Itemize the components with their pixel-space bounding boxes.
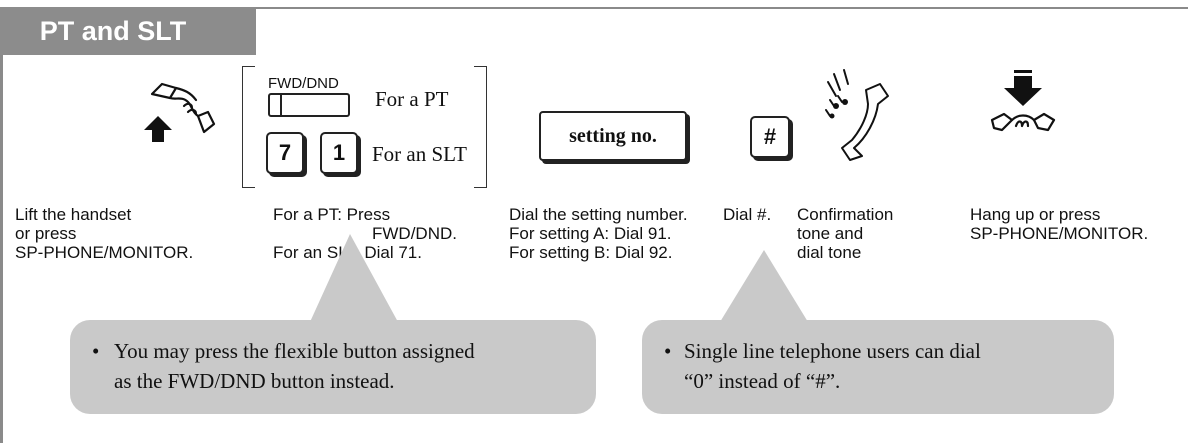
page-title: PT and SLT bbox=[39, 15, 187, 46]
frame-left-border bbox=[0, 7, 3, 443]
hang-up-handset-icon bbox=[990, 70, 1056, 132]
fwd-dnd-key-label: FWD/DND bbox=[268, 75, 339, 92]
lift-caption-line-1: Lift the handset bbox=[15, 205, 132, 224]
key-7[interactable]: 7 bbox=[266, 132, 304, 174]
hangup-caption-line-1: Hang up or press bbox=[970, 205, 1101, 224]
for-pt-label: For a PT bbox=[375, 87, 449, 111]
confirm-caption-line-2: tone and bbox=[797, 224, 864, 243]
note-left-box bbox=[70, 320, 596, 414]
fwd-caption-line-2: FWD/DND. bbox=[372, 224, 457, 243]
confirm-caption-line-1: Confirmation bbox=[797, 205, 894, 224]
note-right-box bbox=[642, 320, 1114, 414]
note-right-bullet: • bbox=[664, 339, 672, 363]
setting-caption-line-2: For setting A: Dial 91. bbox=[509, 224, 672, 243]
for-slt-label: For an SLT bbox=[372, 142, 467, 166]
setting-number-box[interactable]: setting no. bbox=[539, 111, 687, 161]
bracket-left bbox=[242, 66, 255, 188]
setting-caption-line-3: For setting B: Dial 92. bbox=[509, 243, 673, 262]
fwd-dnd-button[interactable] bbox=[268, 93, 350, 117]
frame-top-border bbox=[0, 7, 1188, 9]
note-right-line-2: “0” instead of “#”. bbox=[684, 369, 841, 393]
confirm-caption-line-3: dial tone bbox=[797, 243, 862, 262]
setting-caption-line-1: Dial the setting number. bbox=[509, 205, 688, 224]
fwd-caption-line-1: For a PT: Press bbox=[273, 205, 391, 224]
confirmation-tone-handset-icon bbox=[825, 69, 889, 161]
key-1[interactable]: 1 bbox=[320, 132, 358, 174]
hash-caption: Dial #. bbox=[723, 205, 772, 224]
note-left-bullet: • bbox=[92, 339, 100, 363]
note-left-line-1: You may press the flexible button assign… bbox=[114, 339, 475, 363]
hangup-caption-line-2: SP-PHONE/MONITOR. bbox=[970, 224, 1149, 243]
header-tab bbox=[0, 7, 256, 55]
note-right-line-1: Single line telephone users can dial bbox=[684, 339, 981, 363]
hash-key[interactable]: # bbox=[750, 116, 790, 158]
lift-handset-icon bbox=[144, 82, 216, 142]
lift-caption-line-3: SP-PHONE/MONITOR. bbox=[15, 243, 194, 262]
note-left-line-2: as the FWD/DND button instead. bbox=[114, 369, 395, 393]
bracket-right bbox=[474, 66, 487, 188]
lift-caption-line-2: or press bbox=[15, 224, 77, 243]
